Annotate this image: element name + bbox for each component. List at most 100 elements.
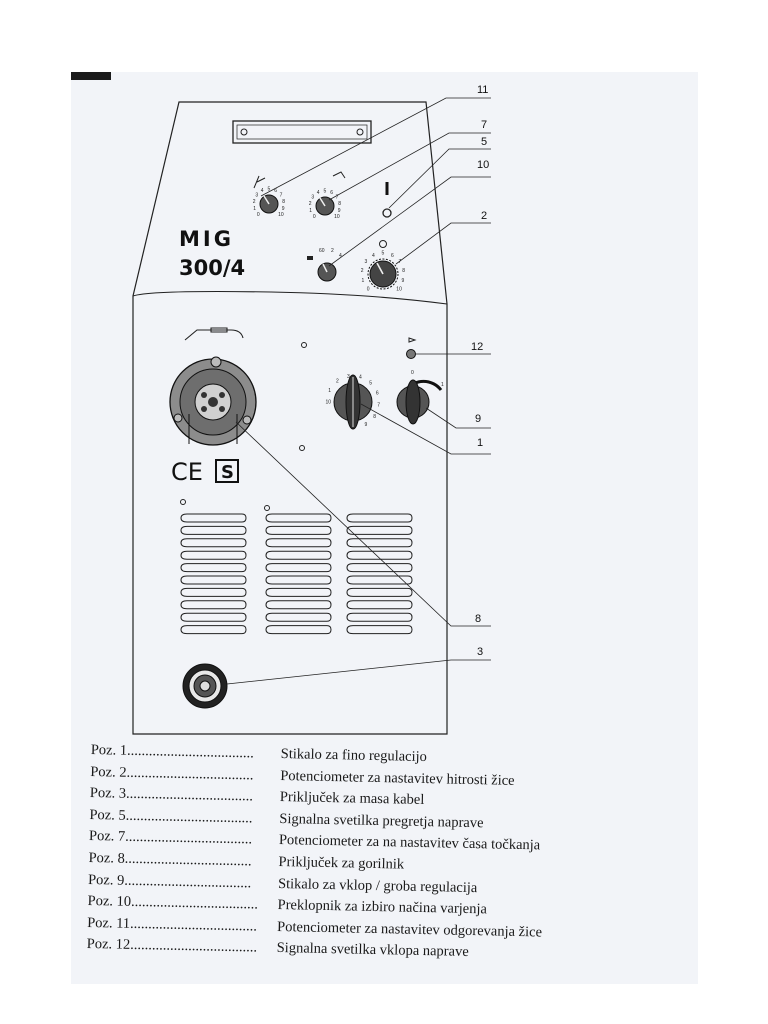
- scale-tick: 1: [253, 206, 256, 212]
- vent-slot: [180, 550, 247, 560]
- scale-tick: 2: [336, 379, 339, 385]
- svg-text:10: 10: [477, 159, 489, 171]
- screw-hole: [301, 342, 307, 348]
- power-lamp: [406, 337, 417, 359]
- svg-text:1: 1: [477, 437, 483, 449]
- switch-tick-0: 0: [411, 370, 414, 376]
- scale-tick: 7: [336, 195, 339, 201]
- svg-text:9: 9: [475, 413, 481, 425]
- burnback-knob: [253, 175, 279, 214]
- vent-slot: [265, 525, 332, 535]
- vent-slot: [180, 587, 247, 597]
- scale-tick: 3: [365, 259, 368, 265]
- scale-tick: 9: [402, 278, 405, 284]
- vent-slot: [346, 600, 413, 610]
- vent-slot: [346, 538, 413, 548]
- scale-tick: 6: [376, 391, 379, 397]
- vent-slot: [265, 538, 332, 548]
- vent-slot: [346, 575, 413, 585]
- vent-slot: [180, 600, 247, 610]
- scale-tick: 2: [361, 268, 364, 274]
- screw-hole: [299, 445, 305, 451]
- scale-tick: 4: [317, 190, 320, 196]
- legend-description: Signalna svetilka vklopa naprave: [276, 940, 469, 961]
- svg-text:S: S: [221, 462, 234, 483]
- scale-tick: 0: [257, 212, 260, 218]
- vent-slot: [180, 612, 247, 622]
- scale-tick: 3: [347, 374, 350, 380]
- switch-tick-1: 1: [441, 382, 444, 388]
- screw-hole: [180, 499, 186, 505]
- scale-tick: 3: [311, 195, 314, 201]
- torch-connector: [169, 356, 257, 446]
- scale-tick: 7: [377, 403, 380, 409]
- scale-tick: 5: [268, 187, 271, 193]
- scale-tick: 9: [282, 206, 285, 212]
- vent-slot: [265, 513, 332, 523]
- overheat-lamp: [382, 182, 392, 218]
- scale-tick: 8: [338, 201, 341, 207]
- scale-tick: 5: [369, 381, 372, 387]
- scale-tick: 2: [309, 201, 312, 207]
- scale-tick: 9: [365, 422, 368, 428]
- vent-slot: [180, 538, 247, 548]
- vent-slot: [265, 587, 332, 597]
- mode-label-4: 4: [339, 253, 342, 259]
- vent-slot: [346, 525, 413, 535]
- s-mark: S: [215, 459, 239, 483]
- scale-tick: 10: [396, 286, 402, 292]
- scale-tick: 5: [382, 251, 385, 257]
- vent-slot: [180, 513, 247, 523]
- torch-pictogram: [184, 327, 244, 341]
- mode-selector-knob: 60 2 4: [307, 248, 342, 282]
- legend-position: Poz. 12.................................…: [86, 936, 258, 956]
- scale-tick: 7: [280, 193, 283, 199]
- vent-slot: [180, 525, 247, 535]
- spot-time-knob: [315, 171, 346, 216]
- scale-tick: 10: [326, 400, 332, 406]
- vent-slot: [180, 625, 247, 635]
- svg-text:12: 12: [471, 341, 483, 353]
- ventilation-slots: [180, 513, 413, 635]
- vent-slot: [265, 563, 332, 573]
- vent-slot: [346, 513, 413, 523]
- vent-slot: [265, 625, 332, 635]
- scale-tick: 6: [391, 253, 394, 259]
- scale-tick: 0: [313, 214, 316, 220]
- vent-slot: [265, 600, 332, 610]
- scale-tick: 1: [309, 208, 312, 214]
- vent-slot: [346, 587, 413, 597]
- scale-tick: 10: [334, 214, 340, 220]
- fine-selector-switch: [333, 374, 373, 430]
- ce-mark: CE: [171, 458, 203, 486]
- legend-description: Priključek za gorilnik: [278, 853, 405, 873]
- svg-text:5: 5: [481, 136, 487, 148]
- scale-tick: 4: [261, 188, 264, 194]
- scale-tick: 9: [338, 208, 341, 214]
- callout-numbers: 11 7 5 10 2 12 9 1 8 3: [471, 84, 489, 658]
- power-coarse-switch: 0 1: [396, 370, 444, 425]
- vent-slot: [180, 563, 247, 573]
- parts-legend: Poz. 1..................................…: [86, 740, 650, 968]
- vent-slot: [346, 563, 413, 573]
- scale-tick: 0: [367, 286, 370, 292]
- scale-tick: 7: [399, 259, 402, 265]
- upper-panel-divider: [132, 290, 448, 305]
- scale-tick: 10: [278, 212, 284, 218]
- scale-tick: 4: [359, 375, 362, 381]
- legend-description: Stikalo za fino regulacijo: [280, 745, 428, 766]
- scale-tick: 5: [324, 189, 327, 195]
- vent-slot: [265, 550, 332, 560]
- vent-slot: [180, 575, 247, 585]
- mode-label-2: 2: [331, 248, 334, 254]
- svg-text:11: 11: [477, 84, 488, 96]
- vent-slot: [346, 550, 413, 560]
- scale-tick: 4: [372, 253, 375, 259]
- vent-slot: [265, 612, 332, 622]
